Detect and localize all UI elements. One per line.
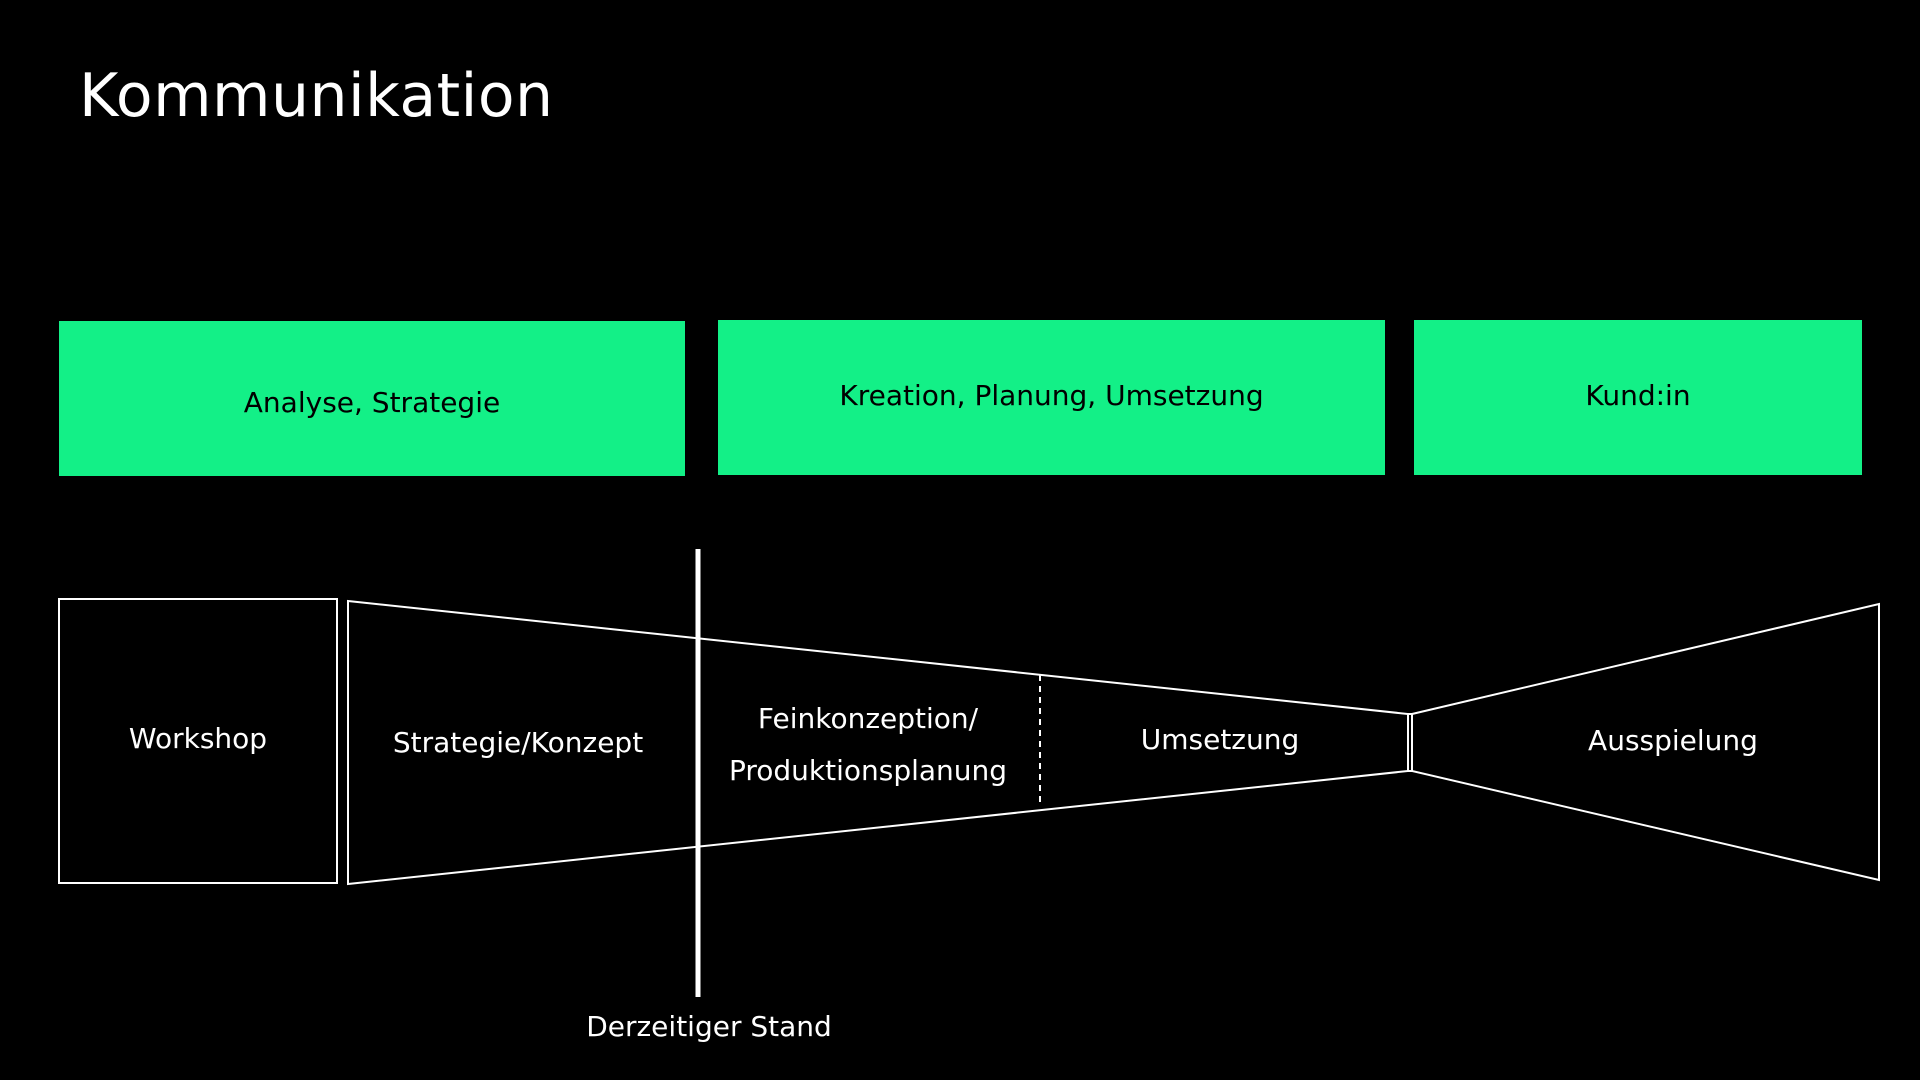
phase-analyse-strategie: Analyse, Strategie: [59, 321, 685, 476]
workshop-box: [58, 598, 338, 884]
page-title: Kommunikation: [79, 61, 554, 131]
stage-label-ausspielung: Ausspielung: [1588, 724, 1758, 757]
phase-label: Analyse, Strategie: [243, 386, 501, 419]
funnel-diverging-shape: [1411, 602, 1880, 882]
phase-label: Kund:in: [1585, 379, 1691, 412]
current-state-label: Derzeitiger Stand: [586, 1010, 832, 1043]
stage-label-feinkonzeption-line1: Feinkonzeption/: [758, 702, 979, 735]
phase-kundin: Kund:in: [1414, 320, 1862, 475]
stage-label-strategie-konzept: Strategie/Konzept: [393, 726, 643, 759]
stage-label-feinkonzeption-line2: Produktionsplanung: [729, 754, 1007, 787]
stage-label-umsetzung: Umsetzung: [1141, 723, 1300, 756]
stage-label-workshop: Workshop: [129, 722, 267, 755]
phase-kreation-planung-umsetzung: Kreation, Planung, Umsetzung: [718, 320, 1385, 475]
phase-label: Kreation, Planung, Umsetzung: [839, 379, 1264, 412]
